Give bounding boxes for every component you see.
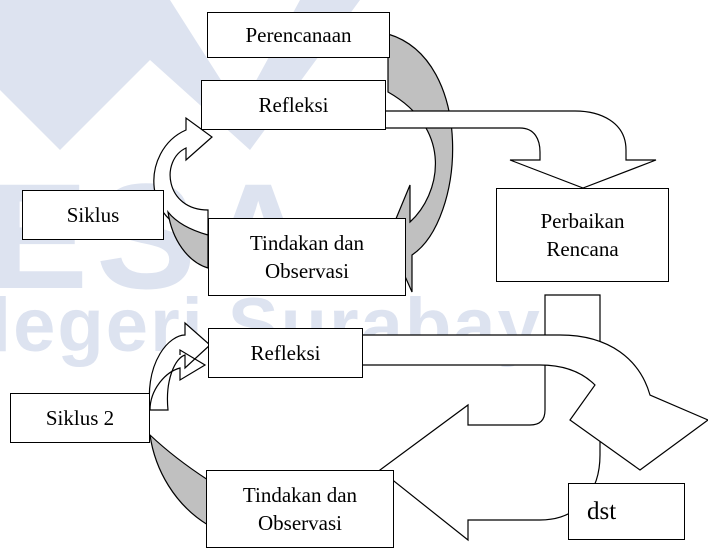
revision-to-cycle2-arrow bbox=[379, 294, 601, 542]
perbaikan-rencana-box: Perbaikan Rencana bbox=[496, 188, 669, 282]
tindakan2-line1: Tindakan dan bbox=[242, 482, 358, 507]
tindakan1-line2: Observasi bbox=[265, 259, 349, 283]
refleksi-box-cycle2: Refleksi bbox=[208, 328, 363, 378]
cycle2-mid-arrow bbox=[149, 348, 207, 411]
dst-box: dst bbox=[568, 483, 685, 540]
siklus2-box: Siklus 2 bbox=[10, 393, 150, 443]
perbaikan-line1: Perbaikan bbox=[540, 208, 625, 233]
siklus-box: Siklus bbox=[22, 190, 164, 240]
tindakan-box-cycle1: Tindakan dan Observasi bbox=[208, 218, 406, 296]
reflection-to-revision-arrow bbox=[384, 110, 657, 189]
perencanaan-box: Perencanaan bbox=[207, 12, 390, 58]
perbaikan-line2: Rencana bbox=[546, 237, 619, 261]
cycle2-up-arrow bbox=[148, 321, 211, 411]
refleksi-box-cycle1: Refleksi bbox=[201, 80, 386, 130]
tindakan1-line1: Tindakan dan bbox=[249, 230, 365, 255]
tindakan-box-cycle2: Tindakan dan Observasi bbox=[206, 470, 394, 548]
tindakan2-line2: Observasi bbox=[258, 511, 342, 535]
reflection2-outgoing-arrow bbox=[359, 334, 708, 471]
shade-cycle2-left bbox=[149, 433, 209, 527]
